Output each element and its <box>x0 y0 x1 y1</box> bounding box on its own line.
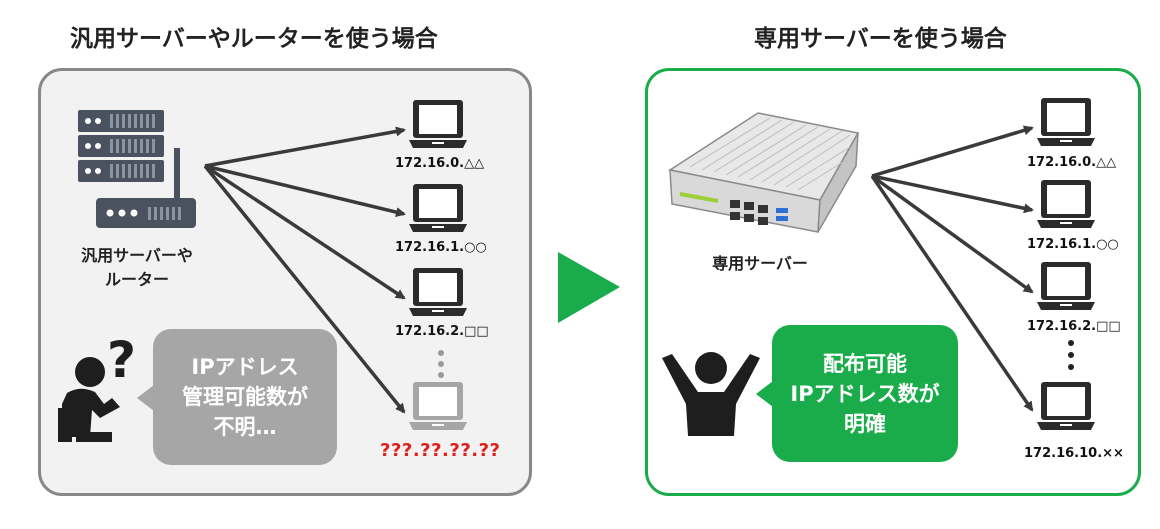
left-device-label-line2: ルーター <box>104 270 169 289</box>
right-connection-arrows <box>870 125 1034 412</box>
left-laptop-ip-2: 172.16.1.○○ <box>395 240 487 255</box>
laptop-icon <box>1037 180 1095 228</box>
arrow-to-laptop-4 <box>203 164 406 414</box>
laptop-icon <box>409 184 467 232</box>
arrow-to-laptop-3 <box>204 164 406 300</box>
laptop-icon <box>1037 262 1095 310</box>
right-bubble-line3: 明確 <box>844 411 886 436</box>
arrow-to-laptop-1 <box>204 126 406 168</box>
left-laptop-ip-unknown: ???.??.??.?? <box>380 440 501 461</box>
right-title: 専用サーバーを使う場合 <box>754 26 1007 52</box>
left-device-label-line1: 汎用サーバーや <box>81 246 193 265</box>
left-bubble-line1: IPアドレス <box>191 355 299 379</box>
confused-person-icon: ? <box>58 331 136 442</box>
router-icon <box>96 148 196 228</box>
arrow-to-laptop-1 <box>871 125 1034 178</box>
left-connection-arrows <box>203 126 406 414</box>
right-device-label: 専用サーバー <box>712 254 808 273</box>
left-speech-bubble: IPアドレス 管理可能数が 不明… <box>137 329 337 465</box>
laptop-icon <box>409 382 467 430</box>
right-bubble-line2: IPアドレス数が <box>790 381 940 406</box>
next-arrow-icon <box>558 252 620 323</box>
left-device-label: 汎用サーバーや ルーター <box>52 244 222 292</box>
left-laptop-ip-3: 172.16.2.□□ <box>395 324 489 339</box>
left-laptop-ip-1: 172.16.0.△△ <box>395 156 485 171</box>
right-laptop-ip-1: 172.16.0.△△ <box>1027 155 1117 170</box>
left-bubble-line2: 管理可能数が <box>182 385 308 409</box>
svg-text:?: ? <box>107 331 136 389</box>
ellipsis-dots <box>438 350 444 378</box>
right-laptop-ip-4: 172.16.10.×× <box>1024 446 1124 461</box>
left-bubble-line3: 不明… <box>213 415 277 439</box>
laptop-icon <box>409 100 467 148</box>
happy-person-icon <box>662 352 760 436</box>
ellipsis-dots <box>1068 340 1074 370</box>
right-bubble-line1: 配布可能 <box>823 351 907 376</box>
server-rack-icon <box>78 110 164 182</box>
arrow-to-laptop-3 <box>870 174 1034 294</box>
right-laptop-ip-2: 172.16.1.○○ <box>1027 237 1119 252</box>
laptop-icon <box>409 268 467 316</box>
left-title: 汎用サーバーやルーターを使う場合 <box>70 26 438 52</box>
laptop-icon <box>1037 98 1095 146</box>
arrow-to-laptop-2 <box>871 174 1034 214</box>
arrow-to-laptop-4 <box>870 175 1034 412</box>
arrow-to-laptop-2 <box>204 164 406 217</box>
right-laptop-ip-3: 172.16.2.□□ <box>1027 319 1121 334</box>
dedicated-server-icon <box>668 112 860 233</box>
laptop-icon <box>1037 382 1095 430</box>
right-speech-bubble: 配布可能 IPアドレス数が 明確 <box>756 325 958 462</box>
